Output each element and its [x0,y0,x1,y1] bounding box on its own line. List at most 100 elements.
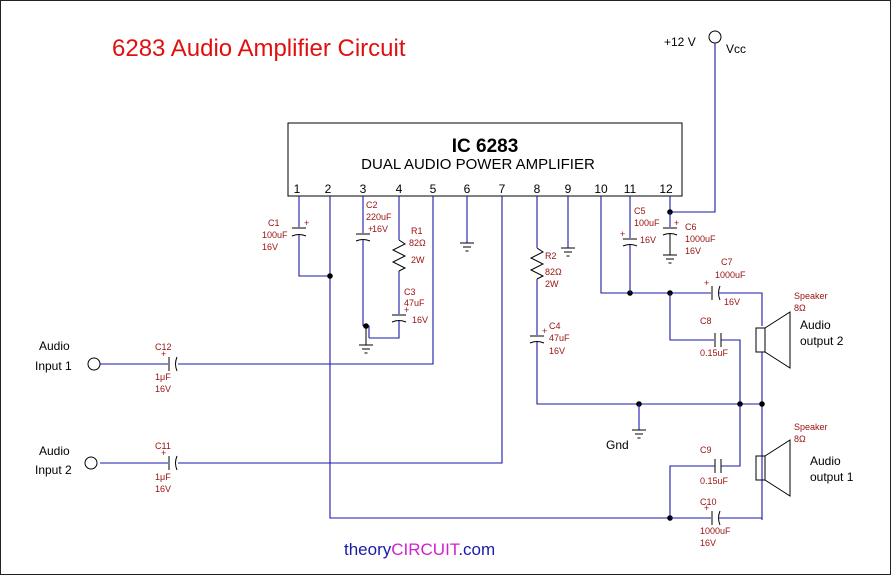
r2-power: 2W [545,279,559,289]
supply-label: +12 V [664,35,696,49]
c6-ref: C6 [685,222,697,232]
footer-part-3: .com [458,540,495,559]
c1-voltage: 16V [262,242,278,252]
speaker-2-label: Speaker [794,291,828,301]
ground-symbol [663,234,677,264]
c4-voltage: 16V [549,346,565,356]
pin-8: 8 [534,182,541,196]
c2-voltage: 16V [372,224,388,234]
output-2-label: Audio [800,318,831,332]
r1-power: 2W [411,255,425,265]
c8-ref: C8 [700,316,712,326]
c9-value: 0.15uF [700,476,729,486]
svg-text:+: + [620,229,625,239]
c2-value: 220uF [366,212,392,222]
c5-value: 100uF [634,218,660,228]
c7-voltage: 16V [724,297,740,307]
ic-pin-numbers: 1 2 3 4 5 6 7 8 9 10 11 12 [294,182,673,196]
c4-capacitor: + [529,326,547,344]
pin-6: 6 [464,182,471,196]
diagram-title: 6283 Audio Amplifier Circuit [112,35,406,62]
svg-text:+: + [404,305,409,315]
ic-body [287,122,683,197]
c1-ref: C1 [268,218,280,228]
c4-ref: C4 [549,321,561,331]
input-1-label: Audio [39,339,70,353]
junction [759,401,765,407]
junction [327,273,333,279]
output-1-sublabel: output 1 [810,470,854,484]
vcc-label: Vcc [726,42,746,56]
c3-capacitor: + [391,305,409,323]
r1-value: 82Ω [409,238,426,248]
svg-text:+: + [542,326,547,336]
c8-capacitor [714,333,722,347]
speaker-2-impedance: 8Ω [794,303,806,313]
ground-symbol [359,326,373,354]
c11-value: 1μF [155,472,171,482]
ic-name: IC 6283 [452,136,519,157]
vcc-terminal [708,30,722,44]
ic-description: DUAL AUDIO POWER AMPLIFIER [361,156,595,173]
c12-ref: C12 [155,342,172,352]
speaker-1-label: Speaker [794,422,828,432]
output-1-label: Audio [810,454,841,468]
c12-capacitor: + [161,349,178,372]
ground-symbol [460,242,474,252]
svg-text:+: + [161,349,166,359]
r2-resistor [529,247,545,280]
c9-capacitor [714,459,722,473]
vcc-wire [669,43,716,213]
svg-text:+: + [704,278,709,288]
svg-text:+: + [674,218,679,228]
ground-symbol [632,429,646,439]
c12-voltage: 16V [155,384,171,394]
svg-text:+: + [704,503,709,513]
c1-value: 100uF [262,230,288,240]
c4-value: 47uF [549,333,570,343]
r2-ref: R2 [545,251,557,261]
pin-12: 12 [659,182,673,196]
c5-ref: C5 [634,206,646,216]
r2-value: 82Ω [545,267,562,277]
c6-value: 1000uF [685,234,716,244]
footer-site: theoryCIRCUIT.com [344,540,495,559]
c8-value: 0.15uF [700,348,729,358]
footer-part-1: theory [344,540,392,559]
pin-5: 5 [430,182,437,196]
c10-value: 1000uF [700,526,731,536]
svg-text:+: + [161,448,166,458]
c9-ref: C9 [700,445,712,455]
gnd-label: Gnd [606,438,629,452]
input-2-terminal [84,456,98,470]
ground-symbol [561,247,575,257]
svg-text:+: + [368,224,373,234]
c5-voltage: 16V [640,235,656,245]
r1-resistor [391,239,407,272]
c10-ref: C10 [700,497,717,507]
c1-capacitor: + [291,218,309,237]
c12-value: 1μF [155,372,171,382]
c3-ref: C3 [404,287,416,297]
c11-ref: C11 [155,441,171,451]
c5-capacitor: + [620,229,638,247]
pin-7: 7 [499,182,506,196]
pin-10: 10 [594,182,608,196]
speaker-2 [755,311,791,369]
input-1-sublabel: Input 1 [35,359,72,373]
c2-capacitor: + [355,224,373,242]
svg-text:+: + [304,218,309,228]
c7-capacitor: + [704,278,721,301]
c7-value: 1000uF [715,270,746,280]
output-2-sublabel: output 2 [800,334,844,348]
speaker-1-impedance: 8Ω [794,434,806,444]
input-1-terminal [87,357,101,371]
pin-4: 4 [396,182,403,196]
c7-ref: C7 [721,257,733,267]
pin-2: 2 [325,182,332,196]
c2-ref: C2 [366,200,378,210]
input-2-label: Audio [39,444,70,458]
pin-11: 11 [624,182,637,196]
c3-voltage: 16V [412,315,428,325]
